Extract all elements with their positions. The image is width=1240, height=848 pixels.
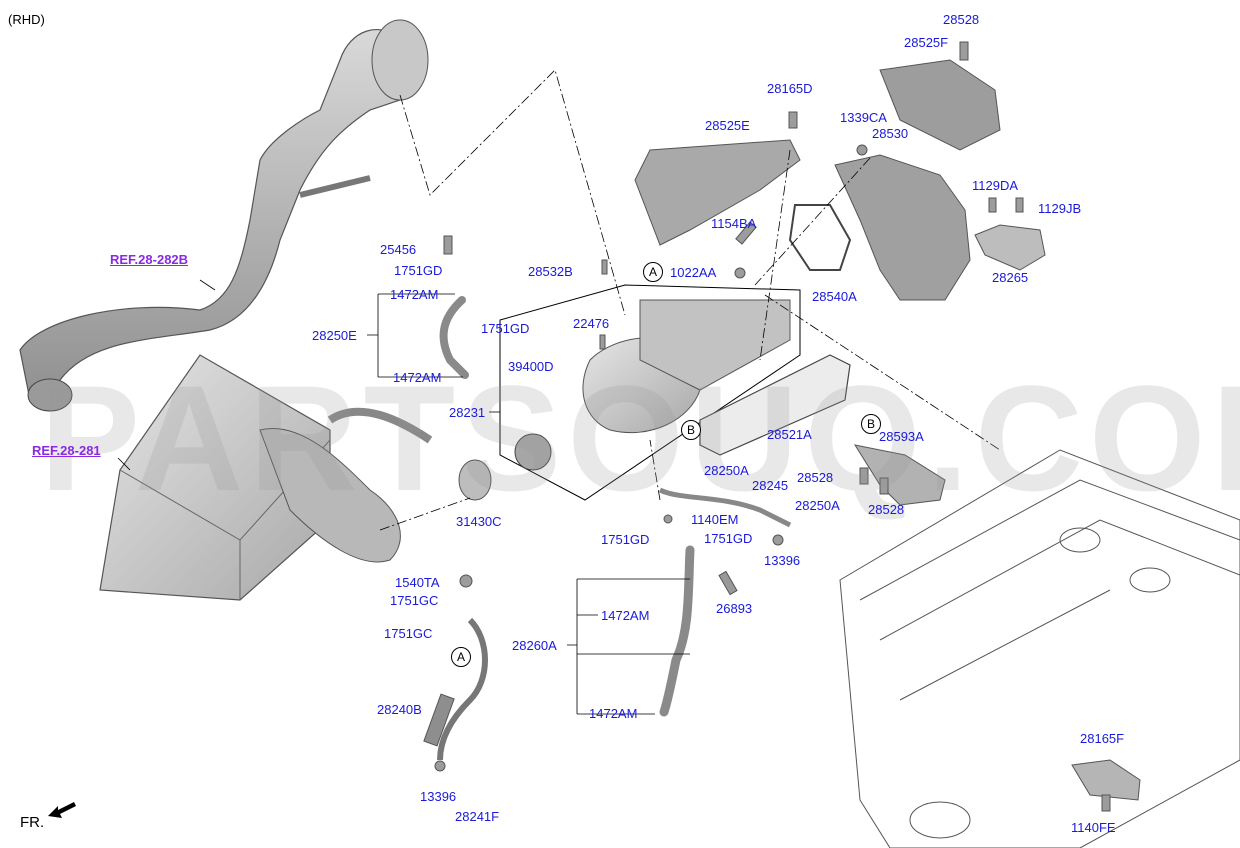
ref-link-28-281[interactable]: REF.28-281 (32, 443, 101, 458)
bolt-26893[interactable] (718, 570, 738, 596)
part-label[interactable]: 28250A (704, 463, 749, 478)
part-label[interactable]: 28521A (767, 427, 812, 442)
part-label[interactable]: 28525E (705, 118, 750, 133)
part-label[interactable]: 28250A (795, 498, 840, 513)
ref-link-28-282b[interactable]: REF.28-282B (110, 252, 189, 267)
part-label[interactable]: 1140FE (1071, 820, 1116, 835)
part-label[interactable]: 26893 (716, 601, 753, 616)
drive-side-note: (RHD) (8, 12, 45, 27)
part-label[interactable]: 1751GC (390, 593, 439, 608)
part-label[interactable]: 22476 (573, 316, 610, 331)
part-label[interactable]: 31430C (456, 514, 502, 529)
front-direction-label: FR. (20, 814, 45, 831)
callout-b-right: B (861, 414, 881, 434)
engine-block (839, 449, 1240, 848)
part-label[interactable]: 1339CA (840, 110, 887, 125)
heat-protector-28525e[interactable] (634, 139, 801, 246)
part-label[interactable]: 1751GD (394, 263, 443, 278)
gasket-31430c[interactable] (458, 459, 492, 501)
part-label[interactable]: 28528 (868, 502, 905, 517)
part-label[interactable]: 28231 (449, 405, 486, 420)
part-label[interactable]: 39400D (508, 359, 554, 374)
part-label[interactable]: 28532B (528, 264, 573, 279)
part-label[interactable]: 1472AM (589, 706, 638, 721)
callout-a-bottom: A (451, 647, 471, 667)
part-label[interactable]: 28165D (767, 81, 813, 96)
air-cleaner[interactable] (99, 354, 433, 601)
hose-28240b-sleeve[interactable] (423, 693, 455, 747)
turbo-outline (499, 284, 801, 501)
callout-b-left: B (681, 420, 701, 440)
gasket-28540a[interactable] (788, 204, 852, 271)
turbocharger[interactable] (514, 299, 791, 471)
part-label[interactable]: 1540TA (395, 575, 440, 590)
part-label[interactable]: 1154BA (711, 216, 757, 231)
catalytic-converter[interactable] (834, 154, 971, 301)
part-label[interactable]: 13396 (420, 789, 457, 804)
part-label[interactable]: 1140EM (691, 512, 739, 527)
oil-pipe-28245[interactable] (658, 487, 792, 528)
part-label[interactable]: 28528 (797, 470, 834, 485)
hose-28250e[interactable] (439, 296, 469, 379)
leader-lines (117, 69, 1001, 715)
part-label[interactable]: 28525F (904, 35, 949, 50)
part-label[interactable]: 13396 (764, 553, 801, 568)
intake-duct[interactable] (19, 19, 429, 412)
pipe-28240b[interactable] (437, 617, 488, 761)
part-label[interactable]: 28260A (512, 638, 557, 653)
part-label[interactable]: 28165F (1080, 731, 1125, 746)
part-label[interactable]: 28241F (455, 809, 500, 824)
bracket-28265[interactable] (974, 224, 1046, 271)
part-label[interactable]: 1472AM (393, 370, 442, 385)
part-label[interactable]: 28540A (812, 289, 857, 304)
part-label[interactable]: 1129JB (1038, 201, 1082, 216)
part-label[interactable]: 28593A (879, 429, 924, 444)
hose-28260a[interactable] (659, 545, 695, 717)
part-label[interactable]: 28265 (992, 270, 1029, 285)
fasteners (434, 41, 1111, 812)
part-label[interactable]: 25456 (380, 242, 417, 257)
part-label[interactable]: 1472AM (390, 287, 439, 302)
part-label[interactable]: 1751GC (384, 626, 433, 641)
heat-protector-28525f[interactable] (879, 59, 1001, 151)
gasket-28521a[interactable] (699, 354, 851, 456)
part-label[interactable]: 28250E (312, 328, 357, 343)
part-label[interactable]: 1751GD (704, 531, 753, 546)
part-label[interactable]: 1751GD (481, 321, 530, 336)
part-label[interactable]: 1751GD (601, 532, 650, 547)
part-label[interactable]: 28530 (872, 126, 909, 141)
part-label[interactable]: 28240B (377, 702, 422, 717)
part-label[interactable]: 1129DA (972, 178, 1019, 193)
part-label[interactable]: 1472AM (601, 608, 650, 623)
front-arrow-icon (48, 802, 76, 818)
part-label[interactable]: 28245 (752, 478, 789, 493)
callout-a-top: A (643, 262, 663, 282)
bracket-28165f[interactable] (1071, 759, 1141, 801)
part-label[interactable]: 28528 (943, 12, 980, 27)
part-label[interactable]: 1022AA (670, 265, 717, 280)
